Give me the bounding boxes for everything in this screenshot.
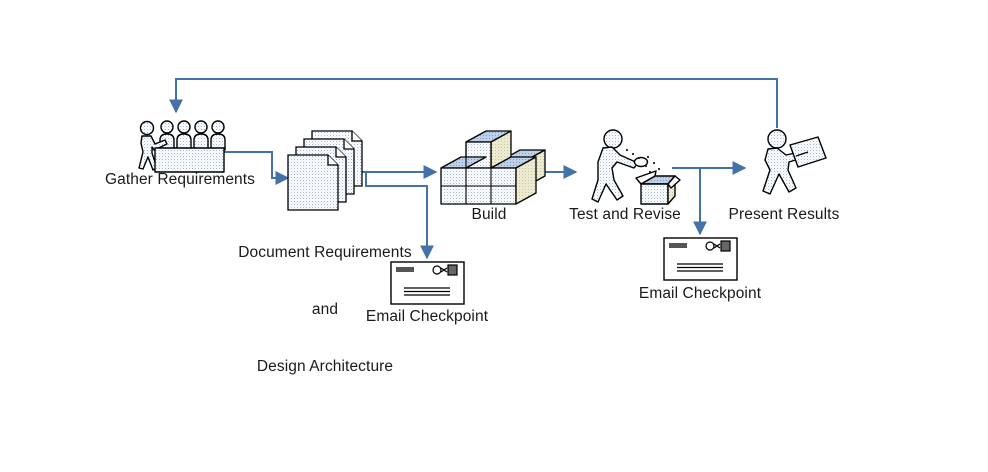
label-test-and-revise: Test and Revise (569, 206, 681, 223)
presenter-walking-icon (762, 129, 827, 195)
label-document-requirements-line3: Design Architecture (256, 358, 394, 375)
connector-document-branch (365, 172, 434, 260)
label-present-results: Present Results (728, 206, 840, 223)
label-document-requirements-line2: and (311, 301, 339, 318)
label-document-requirements-line1: Document Requirements (238, 244, 412, 261)
email-message-icon-2 (663, 237, 738, 281)
inspect-box-icon (591, 129, 681, 205)
document-stack-icon (287, 130, 363, 211)
building-blocks-icon (440, 130, 546, 205)
label-email-checkpoint-1: Email Checkpoint (365, 308, 489, 325)
label-build: Build (471, 206, 507, 223)
label-document-requirements: Document Requirements and Design Archite… (215, 205, 435, 414)
email-message-icon-1 (390, 261, 465, 305)
label-gather-requirements: Gather Requirements (104, 171, 256, 188)
connector-feedback-loop (169, 78, 778, 128)
meeting-group-icon (138, 120, 226, 173)
connector-gather-to-document (224, 151, 290, 185)
label-email-checkpoint-2: Email Checkpoint (638, 285, 762, 302)
